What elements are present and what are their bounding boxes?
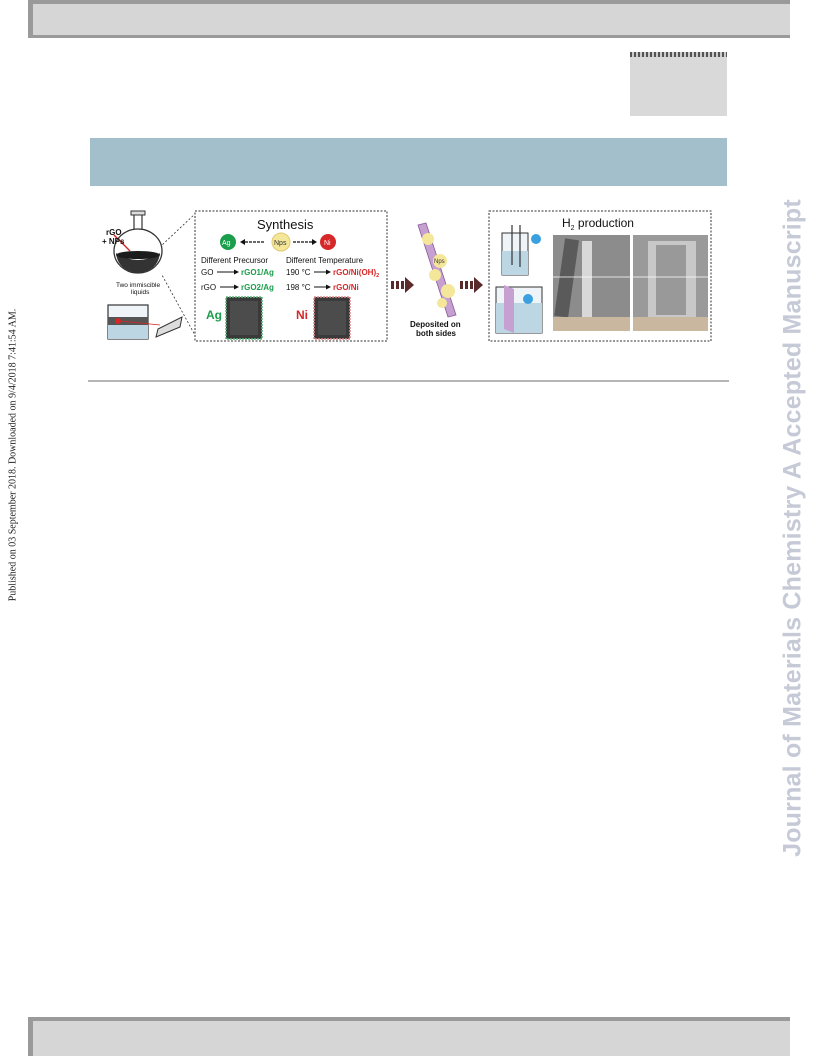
label-rgo: rGO	[106, 228, 122, 237]
ag-circle	[220, 234, 236, 250]
diff-precursor: Different Precursor	[201, 256, 268, 265]
deposited-label-1: Deposited on	[410, 320, 461, 329]
h2-title: H2 production	[562, 216, 634, 232]
header-bar	[28, 0, 790, 38]
t198: 198 °C	[286, 283, 311, 292]
t190: 190 °C	[286, 268, 311, 277]
electrode-cell-top	[501, 225, 541, 276]
rgo-label: rGO	[201, 283, 216, 292]
flask-illustration	[113, 210, 163, 274]
ni-big: Ni	[296, 308, 308, 322]
photo-left	[553, 235, 630, 331]
ag-big: Ag	[206, 308, 222, 322]
journal-logo-placeholder	[630, 52, 727, 116]
rgo-nioh: rGO/Ni(OH)2	[333, 268, 379, 279]
diff-temperature: Different Temperature	[286, 256, 364, 265]
nps-circle-label: Nps	[274, 240, 287, 247]
rgo2-ag: rGO2/Ag	[241, 283, 274, 292]
synthesis-title: Synthesis	[257, 217, 314, 232]
process-arrow-1	[391, 277, 414, 293]
ni-circle	[320, 234, 336, 250]
photo-right	[633, 235, 708, 331]
journal-watermark-text: Journal of Materials Chemistry A Accepte…	[778, 199, 807, 857]
ag-circle-label: Ag	[222, 240, 231, 247]
zoom-line-top	[161, 212, 197, 246]
label-liquids-2: liquids	[131, 289, 150, 296]
sheet-nps-label: Nps	[434, 259, 445, 265]
published-text: Published on 03 September 2018. Download…	[7, 308, 19, 602]
rgo1-ag: rGO1/Ag	[241, 268, 274, 277]
beaker-illustration	[107, 304, 183, 340]
footer-bar	[28, 1017, 790, 1056]
go-label: GO	[201, 268, 213, 277]
label-nps: + NPs	[102, 237, 125, 246]
ni-circle-label: Ni	[324, 240, 331, 247]
graphical-abstract: rGO + NPs Two immiscible liquids Synthes…	[100, 205, 720, 345]
electrode-cell-bottom	[495, 285, 543, 334]
nps-circle	[271, 232, 291, 252]
rgo-ni: rGO/Ni	[333, 283, 359, 292]
deposited-sheet: Nps	[417, 222, 457, 318]
logo-strip	[630, 52, 727, 57]
deposited-label-2: both sides	[416, 329, 457, 338]
abstract-divider	[88, 380, 729, 382]
title-band	[90, 138, 727, 186]
label-liquids-1: Two immiscible	[116, 282, 160, 289]
process-arrow-2	[460, 277, 483, 293]
